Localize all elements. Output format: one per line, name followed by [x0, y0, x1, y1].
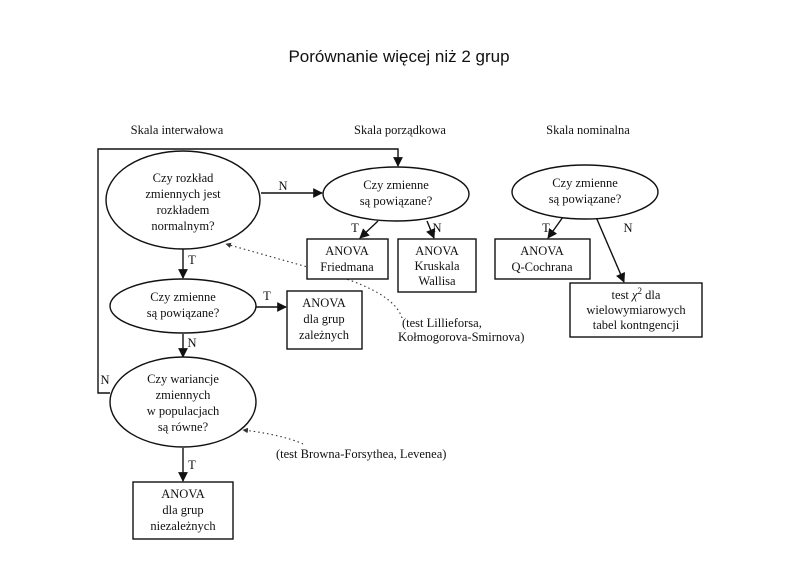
node-anova-independent-line: ANOVA — [161, 487, 205, 501]
node-chi2: test χ2 dla wielowymiarowych tabel kontn… — [569, 282, 703, 338]
node-chi2-suffix: dla — [642, 288, 661, 302]
edge-label-nominal-yes: T — [542, 221, 550, 235]
edge-label-variance-yes: T — [188, 458, 196, 472]
column-header-interval: Skala interwałowa — [131, 123, 224, 137]
node-kruskal-line: Kruskala — [414, 259, 460, 273]
node-q-normal-line: rozkładem — [157, 203, 210, 217]
node-q-normal: Czy rozkład zmiennych jest rozkładem nor… — [105, 150, 261, 250]
node-friedman-line: ANOVA — [325, 244, 369, 258]
edge-variance-no-loop — [97, 148, 403, 394]
node-cochran-line: ANOVA — [520, 244, 564, 258]
node-q-related-nominal-line: są powiązane? — [549, 192, 622, 206]
node-kruskal-line: Wallisa — [418, 274, 456, 288]
node-q-related-ordinal: Czy zmienne są powiązane? — [322, 166, 470, 222]
node-chi2-prefix: test — [612, 288, 632, 302]
edge-nominal-no — [595, 216, 626, 283]
diagram-title: Porównanie więcej niż 2 grup — [288, 47, 509, 66]
edge-label-variance-no: N — [100, 373, 109, 387]
node-q-variance-line: zmiennych — [156, 388, 212, 402]
edge-label-related-interval-no: N — [187, 336, 196, 350]
node-q-normal-line: normalnym? — [151, 219, 215, 233]
node-q-variance-line: są równe? — [158, 420, 209, 434]
node-q-related-interval: Czy zmienne są powiązane? — [109, 278, 257, 334]
node-q-normal-line: Czy rozkład — [153, 171, 214, 185]
chi-superscript: 2 — [638, 286, 643, 296]
node-q-variance-line: w populacjach — [147, 404, 220, 418]
node-q-related-nominal: Czy zmienne są powiązane? — [511, 164, 659, 220]
column-header-nominal: Skala nominalna — [546, 123, 630, 137]
node-q-normal-line: zmiennych jest — [145, 187, 221, 201]
node-anova-independent-line: niezależnych — [150, 519, 216, 533]
node-kruskal: ANOVA Kruskala Wallisa — [397, 238, 477, 293]
edge-label-normal-yes: T — [188, 253, 196, 267]
note-lilliefors-line: (test Lillieforsa, — [402, 316, 482, 330]
note-brown-levene: (test Browna-Forsythea, Levenea) — [276, 447, 446, 461]
node-anova-independent-line: dla grup — [162, 503, 203, 517]
node-anova-dependent-line: ANOVA — [302, 296, 346, 310]
node-chi2-line3: tabel kontngencji — [593, 318, 680, 332]
edge-label-related-interval-yes: T — [263, 289, 271, 303]
node-chi2-line1: test χ2 dla — [612, 286, 661, 302]
edge-label-normal-no: N — [278, 179, 287, 193]
node-anova-independent: ANOVA dla grup niezależnych — [132, 481, 234, 540]
node-anova-dependent-line: dla grup — [303, 312, 344, 326]
node-q-variance: Czy wariancje zmiennych w populacjach są… — [109, 356, 257, 448]
node-q-variance-line: Czy wariancje — [147, 372, 219, 386]
node-q-related-interval-line: są powiązane? — [147, 306, 220, 320]
note-lilliefors-line: Kołmogorova-Smirnova) — [398, 330, 524, 344]
node-friedman: ANOVA Friedmana — [306, 238, 389, 280]
node-chi2-line2: wielowymiarowych — [586, 303, 686, 317]
node-anova-dependent: ANOVA dla grup zależnych — [286, 290, 363, 350]
node-friedman-line: Friedmana — [320, 260, 374, 274]
chi-symbol: χ — [631, 288, 638, 302]
node-kruskal-line: ANOVA — [415, 244, 459, 258]
edge-ordinal-no — [426, 220, 436, 239]
node-q-related-interval-line: Czy zmienne — [150, 290, 216, 304]
node-q-related-nominal-line: Czy zmienne — [552, 176, 618, 190]
edge-nominal-yes — [547, 216, 564, 239]
edge-label-nominal-no: N — [623, 221, 632, 235]
node-cochran-line: Q-Cochrana — [511, 260, 573, 274]
node-q-related-ordinal-line: Czy zmienne — [363, 178, 429, 192]
edge-label-ordinal-yes: T — [351, 221, 359, 235]
column-header-ordinal: Skala porządkowa — [354, 123, 446, 137]
node-q-related-ordinal-line: są powiązane? — [360, 194, 433, 208]
edge-ordinal-yes — [359, 220, 379, 239]
node-anova-dependent-line: zależnych — [299, 328, 350, 342]
node-cochran: ANOVA Q-Cochrana — [494, 238, 591, 280]
edge-label-ordinal-no: N — [432, 221, 441, 235]
pointer-brown-levene — [242, 427, 304, 445]
